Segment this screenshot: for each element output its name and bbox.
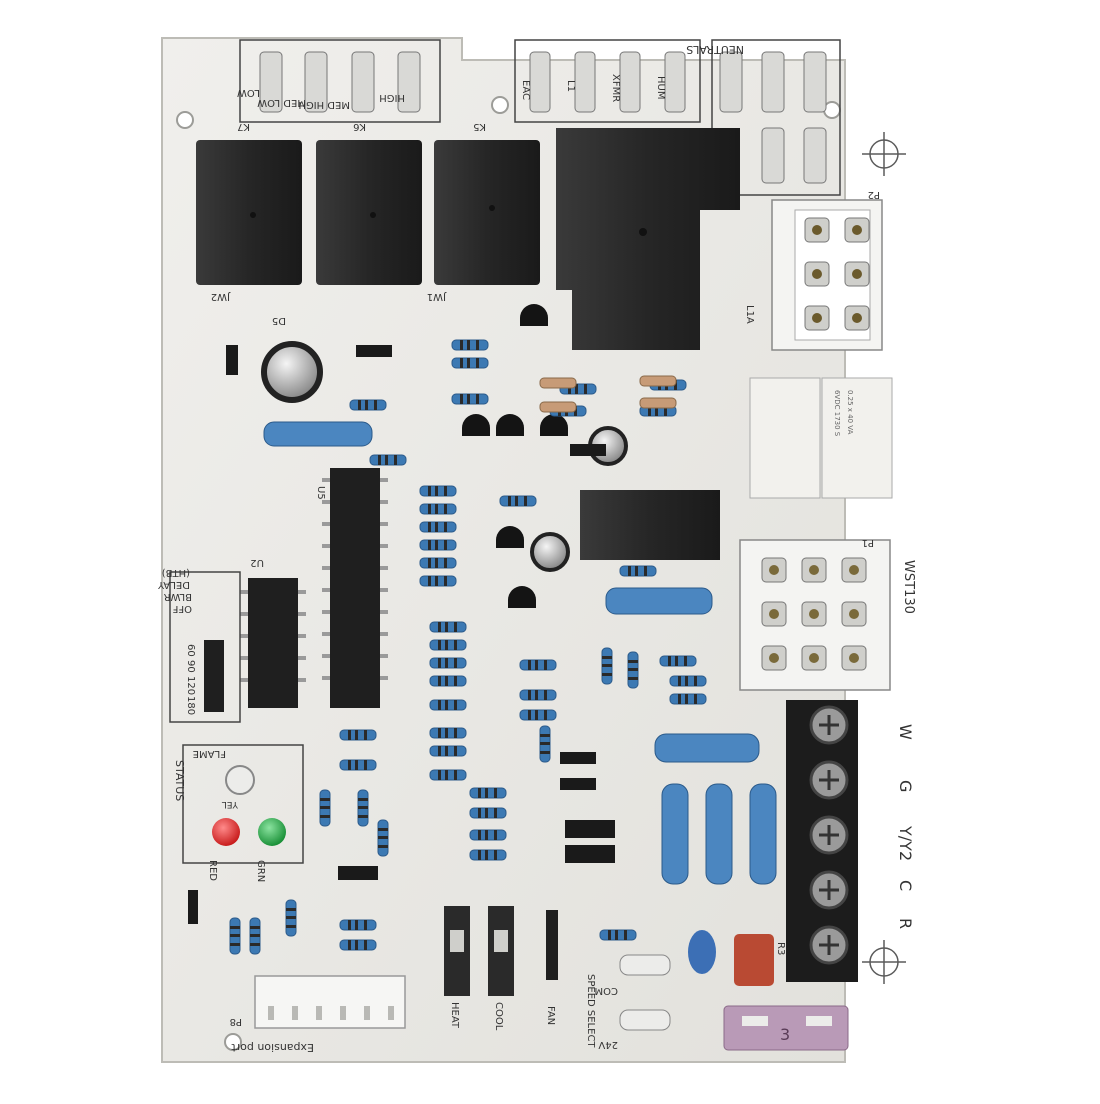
red-led-icon	[212, 818, 240, 846]
htb-label: (HTB)	[162, 567, 190, 578]
p2-connector: P2 L1A	[744, 189, 883, 351]
relay-label-k7: K7	[237, 121, 250, 132]
terminal-screw-icon	[809, 705, 849, 965]
c2-label: D5	[272, 315, 286, 326]
status-section: STATUS FLAME RED GRN YEL	[173, 744, 304, 882]
red-capacitor	[734, 934, 774, 986]
terminal-label-r: R	[896, 918, 915, 929]
expansion-port: P8 Expansion port	[230, 975, 406, 1054]
terminal-label-y: Y/Y2	[896, 825, 915, 861]
relay-label-k5: K5	[473, 121, 486, 132]
transistors	[462, 304, 568, 608]
tap-label-eac: EAC	[520, 80, 531, 100]
delay-180: 180	[185, 696, 196, 715]
p1-connector: P1	[739, 537, 891, 691]
mini-relay	[580, 490, 720, 560]
p1-label: P1	[862, 537, 874, 548]
fuse-label: 3	[780, 1025, 790, 1044]
expansion-port-label: Expansion port	[231, 1041, 314, 1054]
film-capacitor	[688, 930, 716, 974]
tap-label-hum: HUM	[655, 76, 666, 99]
green-led-icon	[258, 818, 286, 846]
neutrals-label: NEUTRALS	[686, 43, 744, 56]
speed-select-label: SPEED SELECT	[585, 974, 596, 1048]
tap-label-l1: L1	[565, 80, 576, 92]
switch-label-fan: FAN	[545, 1006, 556, 1025]
blower-delay-section: BLWR OFF DELAY (HTB) 60 90 120 180	[157, 567, 241, 723]
relay-labels: K7 K6 K5 JW2 JW1	[211, 121, 486, 302]
led-label-yel: YEL	[222, 799, 239, 809]
terminal-label-c: C	[896, 880, 915, 891]
capacitors: D5	[261, 315, 628, 572]
flame-label: FLAME	[193, 748, 226, 759]
small-resistors	[229, 339, 707, 955]
switch-label-cool: COOL	[493, 1002, 504, 1031]
led-label-grn: GRN	[255, 860, 266, 882]
model-label: WST130	[901, 560, 916, 614]
status-label: STATUS	[173, 760, 186, 801]
blwr-label: BLWR	[164, 591, 192, 602]
low-voltage-taps: COM 24V	[595, 954, 671, 1050]
speed-tap-block	[239, 39, 441, 123]
jumper-label-jw1: JW1	[427, 291, 447, 302]
p8-label: P8	[230, 1016, 242, 1027]
terminal-label-g: G	[896, 780, 915, 792]
svg-text:6VDC 1730 S: 6VDC 1730 S	[833, 390, 841, 437]
power-resistors	[263, 421, 777, 885]
relay-label-k6: K6	[353, 121, 366, 132]
24v-label: 24V	[598, 1039, 618, 1050]
tap-label-med-high: MED HIGH	[298, 99, 350, 110]
off-label: OFF	[172, 603, 192, 614]
r3-label: R3	[775, 942, 786, 955]
tap-label-low: LOW	[237, 87, 260, 98]
tap-label-xfmr: XFMR	[610, 74, 621, 102]
accessory-tap-block	[514, 39, 701, 123]
tap-label-high: HIGH	[379, 92, 405, 103]
terminal-label-w: W	[896, 724, 915, 740]
tap-label-med-low: MED LOW	[257, 97, 306, 108]
u5-label: U5	[315, 486, 326, 500]
relay-icon	[196, 128, 740, 350]
diodes	[188, 345, 615, 924]
fuse-icon: 3	[723, 1005, 849, 1051]
p2-label: P2	[868, 189, 880, 200]
l1a-label: L1A	[744, 305, 755, 324]
speed-select-switches: HEAT COOL FAN SPEED SELECT	[444, 906, 596, 1048]
terminal-block	[786, 700, 858, 982]
delay-90: 90	[185, 660, 196, 673]
jumper-label-jw2: JW2	[211, 291, 231, 302]
com-label: COM	[595, 985, 618, 996]
led-label-red: RED	[207, 860, 218, 881]
crosshair-marker-icon	[862, 132, 906, 984]
signal-relays: 6VDC 1730 S 0.25 x 40 VA	[749, 377, 893, 499]
speed-tap-labels: LOW MED LOW MED HIGH HIGH	[237, 87, 405, 110]
svg-text:0.25 x 40 VA: 0.25 x 40 VA	[846, 390, 854, 435]
switch-label-heat: HEAT	[449, 1002, 460, 1029]
delay-label: DELAY	[157, 579, 190, 590]
neutrals-block: NEUTRALS	[686, 39, 841, 196]
microcontroller-ic: U2 U5	[240, 468, 388, 708]
u2-label: U2	[250, 557, 264, 568]
delay-60: 60	[185, 644, 196, 657]
terminal-labels: W G Y/Y2 C R	[896, 724, 915, 929]
accessory-tap-labels: EAC L1 XFMR HUM	[520, 74, 666, 102]
delay-120: 120	[185, 676, 196, 695]
mounting-hole-icon	[176, 96, 841, 1051]
